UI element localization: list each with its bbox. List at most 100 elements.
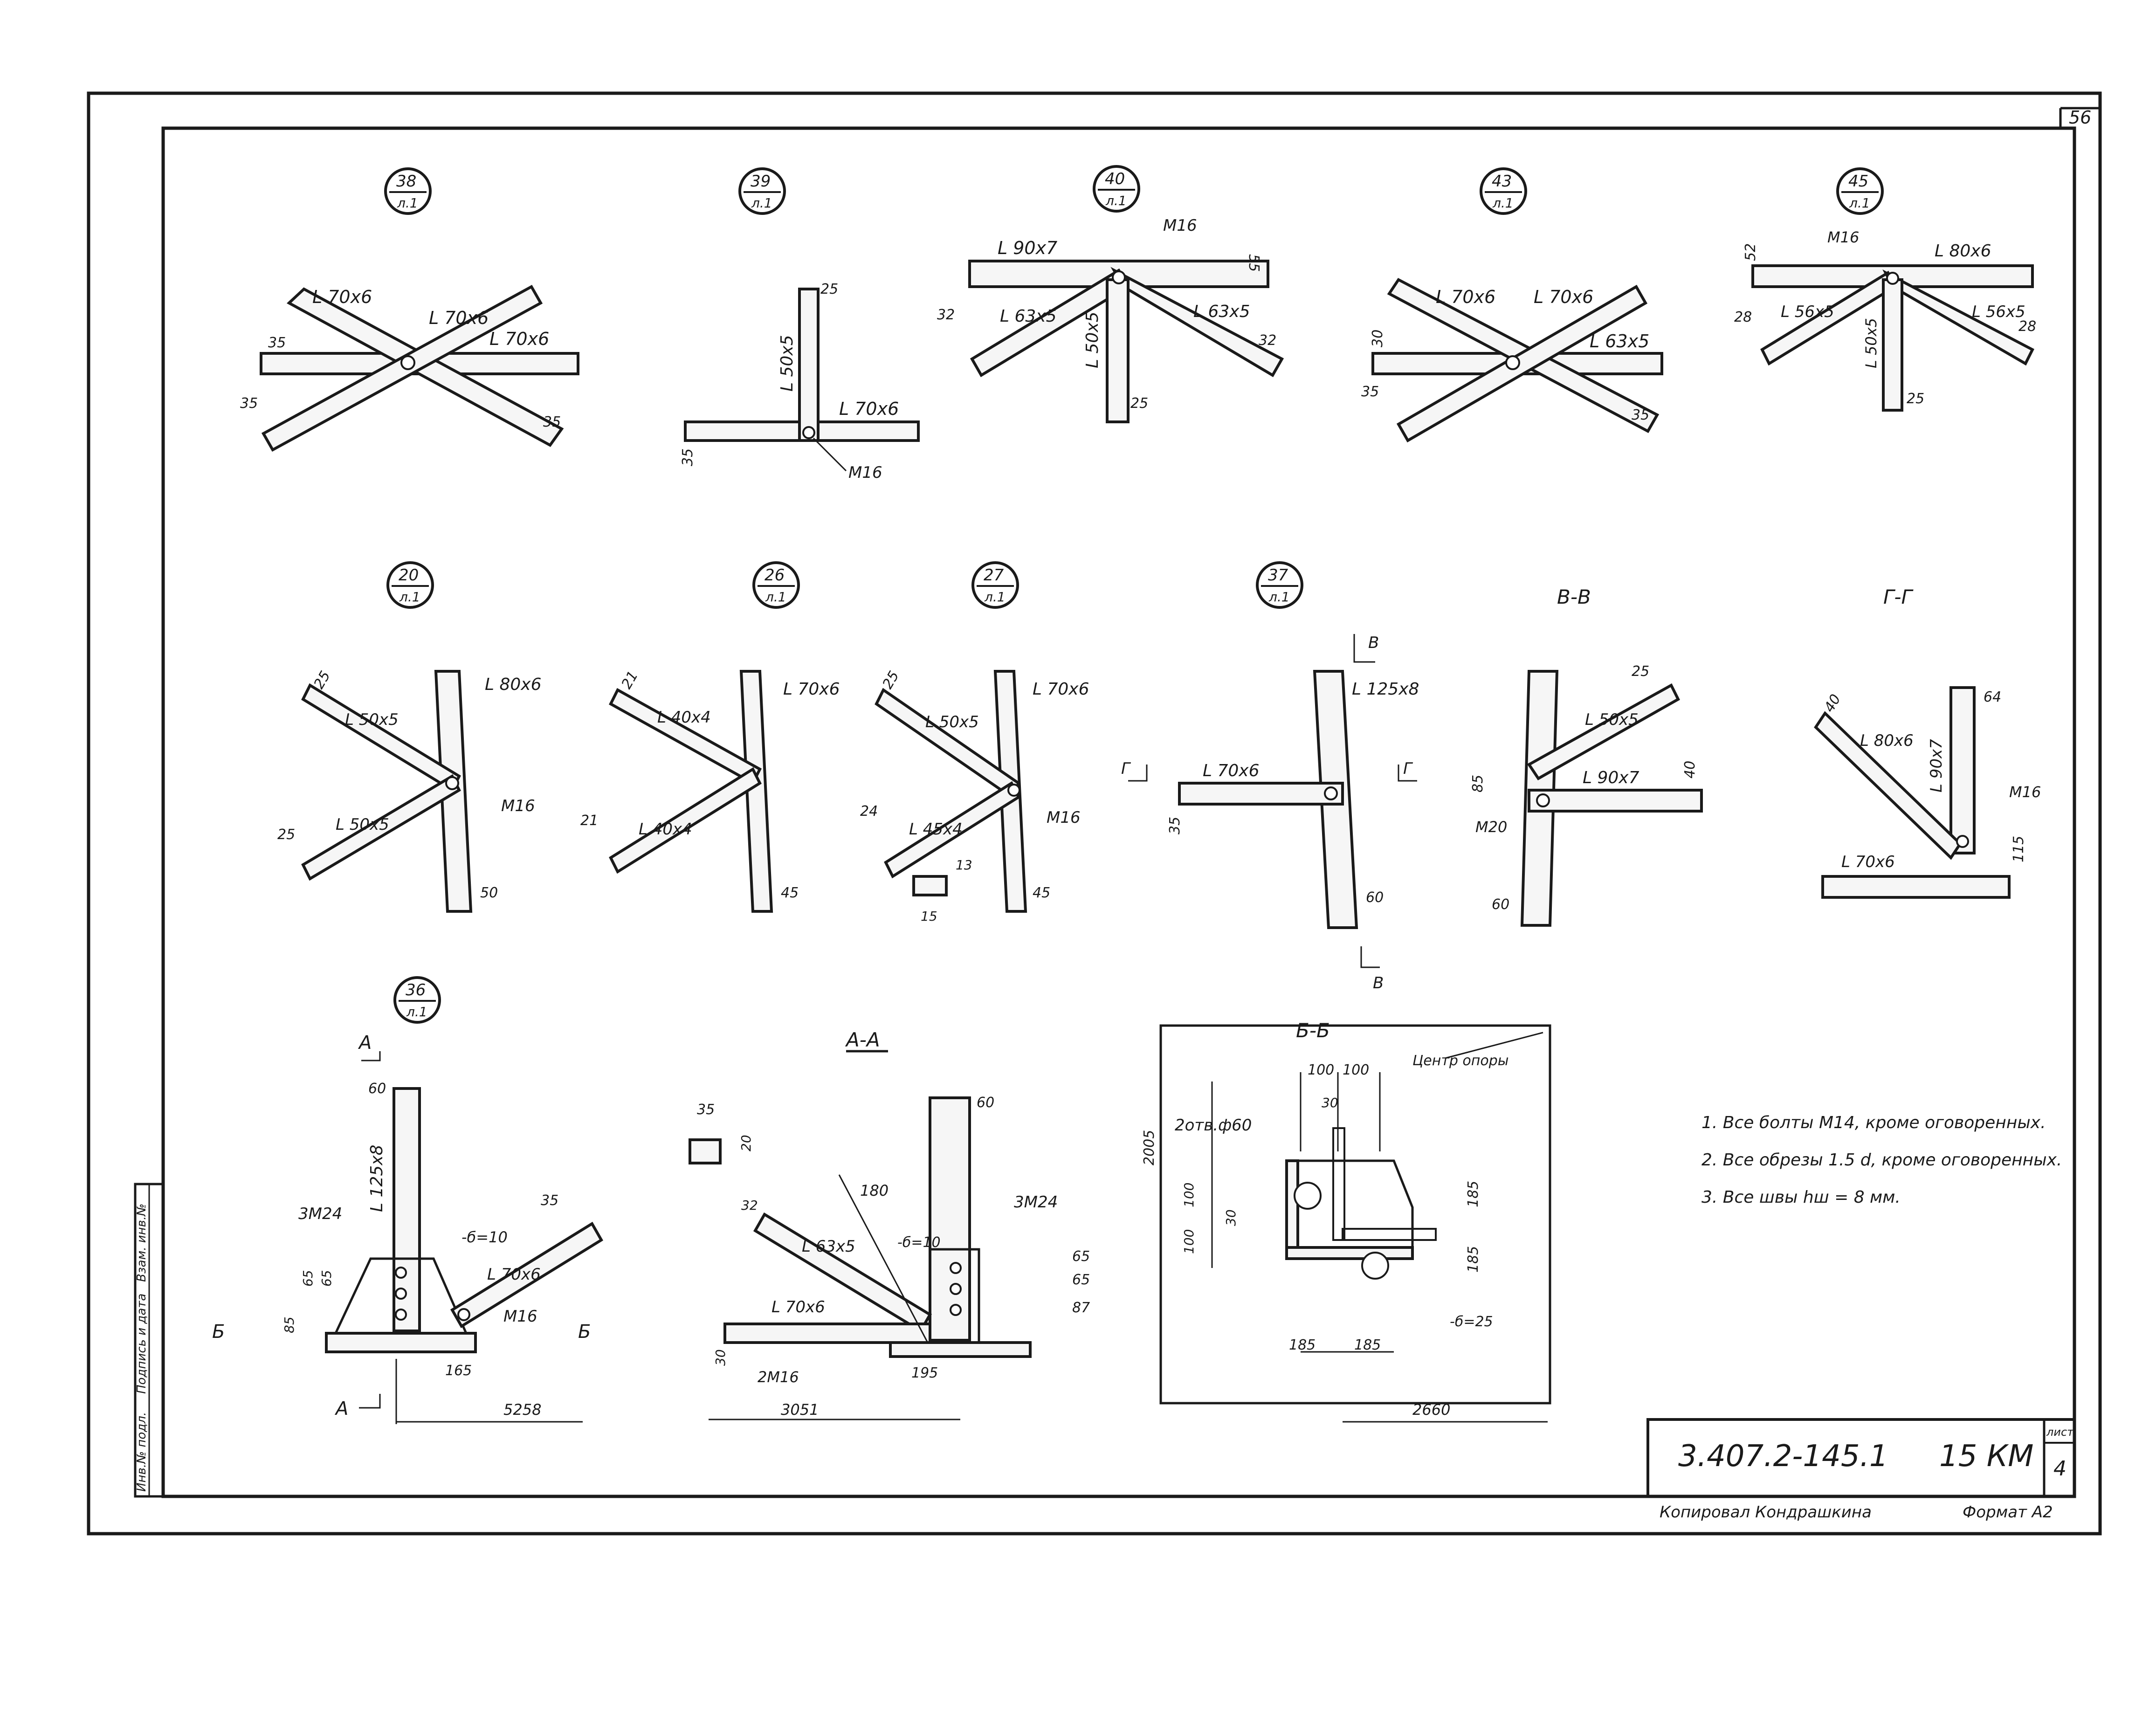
n27-label-9: 13 (956, 857, 972, 873)
aa-label-11: 87 (1072, 1300, 1090, 1316)
n40-label-5: L 63x5 (1000, 307, 1057, 326)
aa-label-14: 2М16 (758, 1368, 799, 1386)
n26-label-2: L 40x4 (657, 708, 711, 727)
n27-label-7: 45 (1033, 885, 1050, 901)
aa-label-4: 180 (860, 1182, 889, 1199)
aa-label-15: 195 (911, 1365, 938, 1381)
n26-label-5: L 40x4 (639, 820, 692, 839)
n37-label-7: 60 (1366, 889, 1384, 906)
n26-label-6: 45 (781, 885, 799, 901)
node-39-number: 39 (751, 172, 771, 191)
vv-label-5: 85 (1470, 775, 1486, 792)
aa-label-10: 65 (1072, 1272, 1090, 1288)
bb-label-7: 100 (1181, 1183, 1197, 1207)
drawing-mark: 15 КМ (1939, 1439, 2033, 1474)
n38-label-3: L 70x6 (489, 329, 549, 349)
node-40-ref: л.1 (1105, 193, 1127, 208)
n45-label-1: 52 (1743, 243, 1759, 261)
node-43-ref: л.1 (1492, 195, 1514, 211)
n43-label-4: L 63x5 (1590, 331, 1649, 351)
bb-label-14: 185 (1354, 1337, 1381, 1353)
gg-label-7: 115 (2011, 836, 2027, 862)
node-20-number: 20 (399, 566, 419, 585)
n26-label-3: L 70x6 (783, 680, 840, 699)
paper-format: Формат А2 (1963, 1503, 2053, 1522)
n20-label-6: М16 (501, 797, 535, 815)
n43-label-6: 35 (1632, 407, 1649, 423)
vv-label-7: 60 (1492, 896, 1509, 913)
sheet-frame (87, 91, 2102, 1536)
n36-label-12: Б (212, 1321, 225, 1343)
node-27-ref: л.1 (984, 589, 1006, 605)
node-37-number: 37 (1268, 566, 1288, 585)
n40-label-2: М16 (1163, 216, 1197, 235)
node-45-number: 45 (1848, 172, 1868, 191)
n43-label-1: L 70x6 (1436, 287, 1495, 307)
stamp-replace-inv: Взам. инв.№ (135, 1204, 149, 1282)
aa-label-8: 3М24 (1014, 1193, 1058, 1212)
n45-label-5: L 56x5 (1781, 303, 1834, 321)
sheet-number: 4 (2053, 1457, 2066, 1481)
n20-label-7: 50 (480, 885, 498, 901)
stamp-signature: Подпись и дата (135, 1294, 149, 1394)
bb-label-1: Центр опоры (1412, 1053, 1509, 1069)
aa-label-5: 32 (741, 1198, 758, 1213)
section-bb-title: Б-Б (1296, 1019, 1330, 1042)
n45-label-9: 25 (1907, 391, 1924, 407)
gg-label-5: М16 (2009, 783, 2041, 801)
n40-label-1: L 90x7 (998, 238, 1057, 258)
n36-label-13: Б (578, 1321, 591, 1343)
vv-label-6: М20 (1475, 818, 1507, 836)
n40-label-4: 32 (937, 307, 955, 323)
aa-label-16: 3051 (781, 1401, 819, 1419)
copied-by: Копировал Кондрашкина (1660, 1503, 1872, 1522)
node-39-ref: л.1 (751, 195, 772, 211)
bb-label-11: 185 (1465, 1246, 1481, 1273)
n45-label-4: 28 (1734, 309, 1752, 325)
n45-label-3: L 80x6 (1935, 241, 1991, 261)
n39-label-1: 25 (820, 281, 838, 297)
section-vv-title: В-В (1557, 586, 1591, 608)
n36-label-9: 65 (319, 1270, 334, 1287)
n38-label-4: 35 (268, 335, 286, 351)
n36-label-6: 35 (541, 1192, 558, 1209)
node-27-number: 27 (984, 566, 1004, 585)
n36-label-14: 165 (445, 1363, 472, 1379)
section-aa: А-А 35 20 60 180 32 L 63x5 -б=10 3М24 65… (689, 1028, 1090, 1420)
gg-label-6: L 70x6 (1841, 853, 1895, 871)
n37-label-2: L 125x8 (1352, 680, 1419, 699)
node-20-ref: л.1 (399, 589, 420, 605)
n27-label-8: 15 (921, 909, 937, 924)
aa-label-13: 30 (713, 1349, 728, 1366)
n27-label-6: М16 (1047, 808, 1081, 827)
vv-label-2: L 50x5 (1585, 710, 1639, 729)
n36-label-3: L 125x8 (367, 1145, 386, 1212)
node-37: 37 л.1 В L 125x8 Г L 70x6 Г 35 60 В (1121, 561, 1419, 992)
note-3: 3. Все швы hш = 8 мм. (1701, 1188, 1901, 1207)
vv-label-4: 40 (1682, 761, 1698, 778)
n39-label-4: 35 (680, 448, 696, 466)
n39-label-5: М16 (848, 463, 882, 482)
node-26-ref: л.1 (765, 589, 786, 605)
title-block (1646, 1418, 2076, 1498)
section-bb: Б-Б Центр опоры 100 100 2005 30 2отв.ф60… (1141, 1019, 1551, 1423)
aa-label-9: 65 (1072, 1248, 1090, 1265)
n36-label-11: 85 (282, 1316, 297, 1333)
node-36-ref: л.1 (406, 1004, 427, 1020)
node-43-number: 43 (1492, 172, 1512, 191)
aa-label-2: 20 (738, 1135, 754, 1151)
n36-label-4: 3М24 (298, 1205, 342, 1223)
node-20: 20 л.1 25 L 50x5 L 80x6 25 L 50x5 М16 50 (277, 561, 542, 913)
vv-label-3: L 90x7 (1583, 768, 1639, 787)
n27-label-2: L 50x5 (925, 713, 979, 731)
vv-label-1: 25 (1632, 663, 1649, 680)
aa-label-1: 35 (697, 1102, 715, 1118)
bb-label-9: 30 (1223, 1209, 1239, 1226)
node-37-ref: л.1 (1268, 589, 1290, 605)
bb-label-3: 100 (1343, 1062, 1369, 1078)
note-2: 2. Все обрезы 1.5 d, кроме оговоренных. (1701, 1150, 2062, 1170)
node-45: 45 л.1 52 М16 L 80x6 28 L 56x5 L 56x5 28… (1734, 167, 2036, 412)
bb-label-8: 100 (1181, 1229, 1197, 1254)
gg-label-4: L 90x7 (1927, 739, 1946, 792)
n38-label-1: L 70x6 (312, 287, 372, 307)
